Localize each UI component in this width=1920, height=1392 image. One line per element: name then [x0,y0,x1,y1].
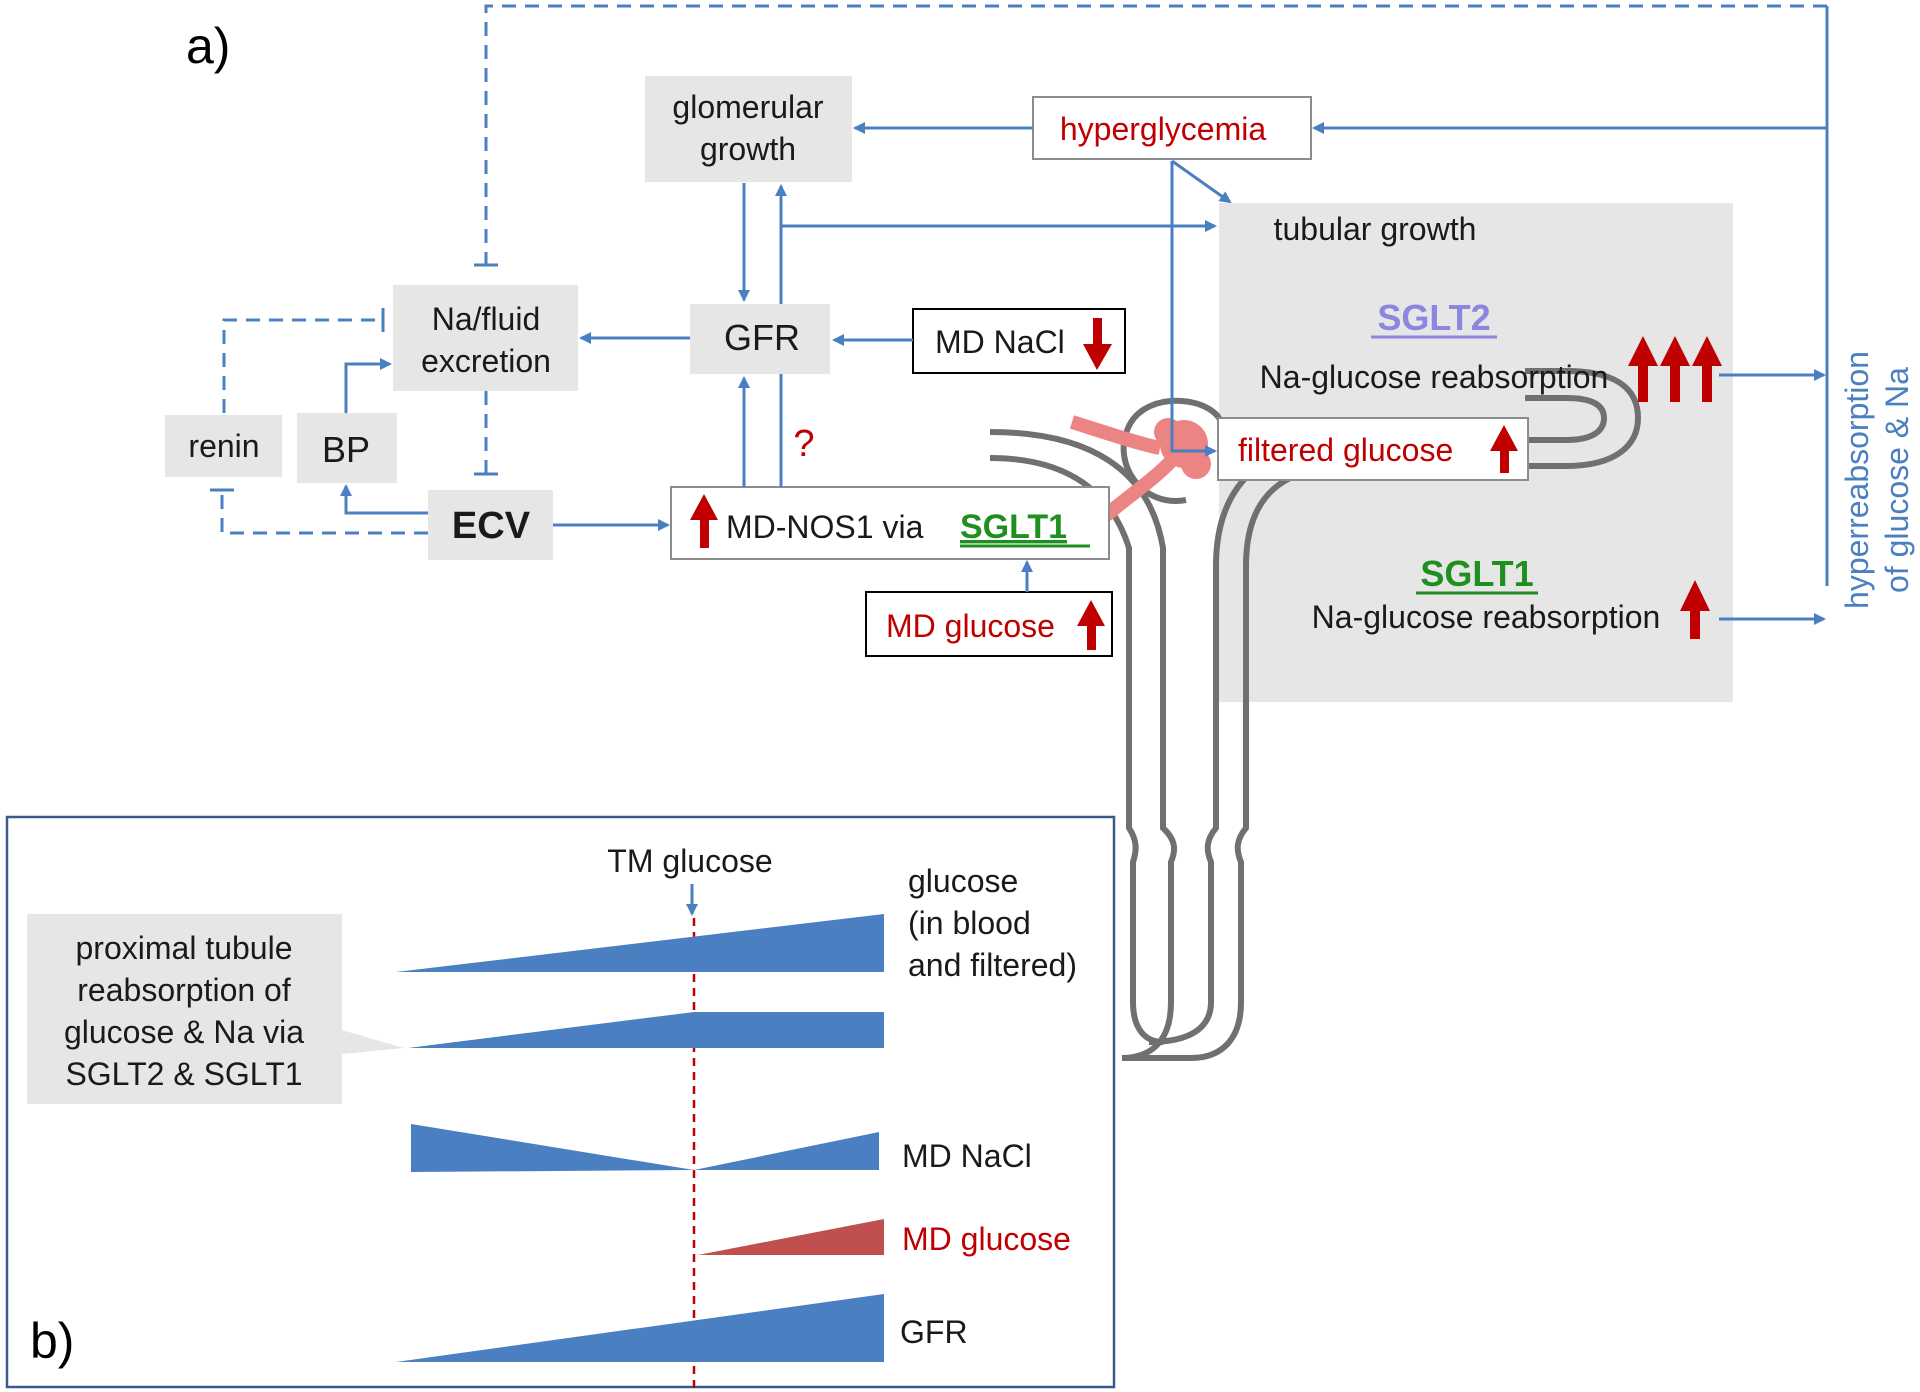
pt-reabsorption-wedge [408,1012,884,1048]
glucose-wedge [396,914,884,972]
pt-reabsorption-callout [27,914,404,1104]
hyperglycemia-label: hyperglycemia [1060,111,1267,147]
md-nacl-box [912,308,1126,374]
increase-arrow-icon [1490,425,1518,473]
na-fluid-label-2: excretion [421,343,551,379]
glucose-label-1: glucose [908,863,1018,899]
callout-line-2: reabsorption of [77,972,291,1008]
panel-b-frame [5,815,1116,1389]
tubular-growth-label: tubular growth [1274,211,1477,247]
md-glucose-label: MD glucose [886,608,1055,644]
bp-label: BP [322,429,370,470]
callout-line-1: proximal tubule [76,930,293,966]
md-nacl-b-label: MD NaCl [902,1138,1032,1174]
md-nacl-wedge-left [411,1124,694,1172]
glucose-label-3: and filtered) [908,947,1077,983]
glucose-label-2: (in blood [908,905,1031,941]
md-nos1-sglt1-label: SGLT1 [960,508,1067,546]
bp-box [297,413,397,483]
renin-label: renin [188,428,259,464]
na-fluid-excretion-box [393,285,578,391]
callout-line-4: SGLT2 & SGLT1 [65,1056,302,1092]
na-fluid-label-1: Na/fluid [432,301,541,337]
increase-arrow-icon [690,494,718,548]
sglt1-label: SGLT1 [1420,553,1533,594]
gfr-box [690,304,830,374]
sglt1-reabsorption-label: Na-glucose reabsorption [1312,599,1661,635]
ecv-label: ECV [452,505,531,547]
triple-increase-arrow-icon [1628,336,1722,402]
panel-b-label: b) [30,1313,74,1369]
callout-line-3: glucose & Na via [64,1014,304,1050]
decrease-arrow-icon [1083,318,1112,370]
md-glucose-wedge [698,1219,884,1255]
md-nacl-label: MD NaCl [935,324,1065,360]
hyperglycemia-box [1032,96,1312,160]
renin-box [165,415,282,477]
flow-arrows [340,6,1829,625]
nephron-tubule [989,368,1642,1061]
filtered-glucose-label: filtered glucose [1238,432,1453,468]
hyperreabsorption-label: hyperreabsorption of glucose & Na [1839,351,1915,609]
gfr-b-label: GFR [900,1314,968,1350]
glomerular-growth-label-1: glomerular [672,89,824,125]
increase-arrow-icon [1680,580,1710,639]
glomerular-growth-label-2: growth [700,131,796,167]
gfr-label: GFR [724,317,800,358]
sglt2-label: SGLT2 [1377,297,1490,338]
md-nacl-wedge-right [694,1132,879,1170]
hyperreabsorption-label-1: hyperreabsorption [1839,351,1875,609]
increase-arrow-icon [1077,600,1105,650]
panel-a-label: a) [186,18,230,74]
gfr-wedge [396,1294,884,1362]
md-glucose-box [865,591,1113,657]
tm-glucose-label: TM glucose [607,843,772,879]
ecv-box [428,490,553,560]
md-nos1-label: MD-NOS1 via [726,509,924,545]
glomerular-growth-box [645,76,852,182]
inhibition-lines [210,4,1827,535]
question-mark: ? [793,423,814,465]
hyperreabsorption-label-2: of glucose & Na [1879,367,1915,593]
filtered-glucose-box [1217,417,1529,481]
sglt2-reabsorption-label: Na-glucose reabsorption [1260,359,1609,395]
md-glucose-b-label: MD glucose [902,1221,1071,1257]
